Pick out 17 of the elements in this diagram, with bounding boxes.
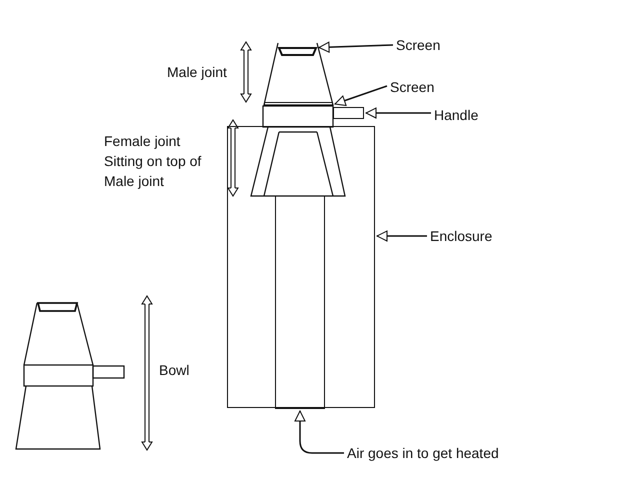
callout-label: Enclosure xyxy=(430,228,492,244)
handle xyxy=(333,107,364,119)
callout-label: Handle xyxy=(434,107,478,123)
callout-label: Screen xyxy=(396,37,440,53)
callout-label: Air goes in to get heated xyxy=(347,445,499,461)
arrow xyxy=(294,410,344,454)
arrow xyxy=(334,85,388,106)
enclosure xyxy=(227,126,375,408)
part-label: Female joint Sitting on top of Male joint xyxy=(104,132,202,191)
part-label: Bowl xyxy=(159,361,190,380)
arrow xyxy=(318,42,394,53)
air-tube xyxy=(275,196,325,409)
arrow xyxy=(376,230,427,242)
callout-label: Screen xyxy=(390,79,434,95)
part-label: Male joint xyxy=(167,63,227,82)
arrow xyxy=(366,108,431,118)
screen xyxy=(264,102,333,106)
